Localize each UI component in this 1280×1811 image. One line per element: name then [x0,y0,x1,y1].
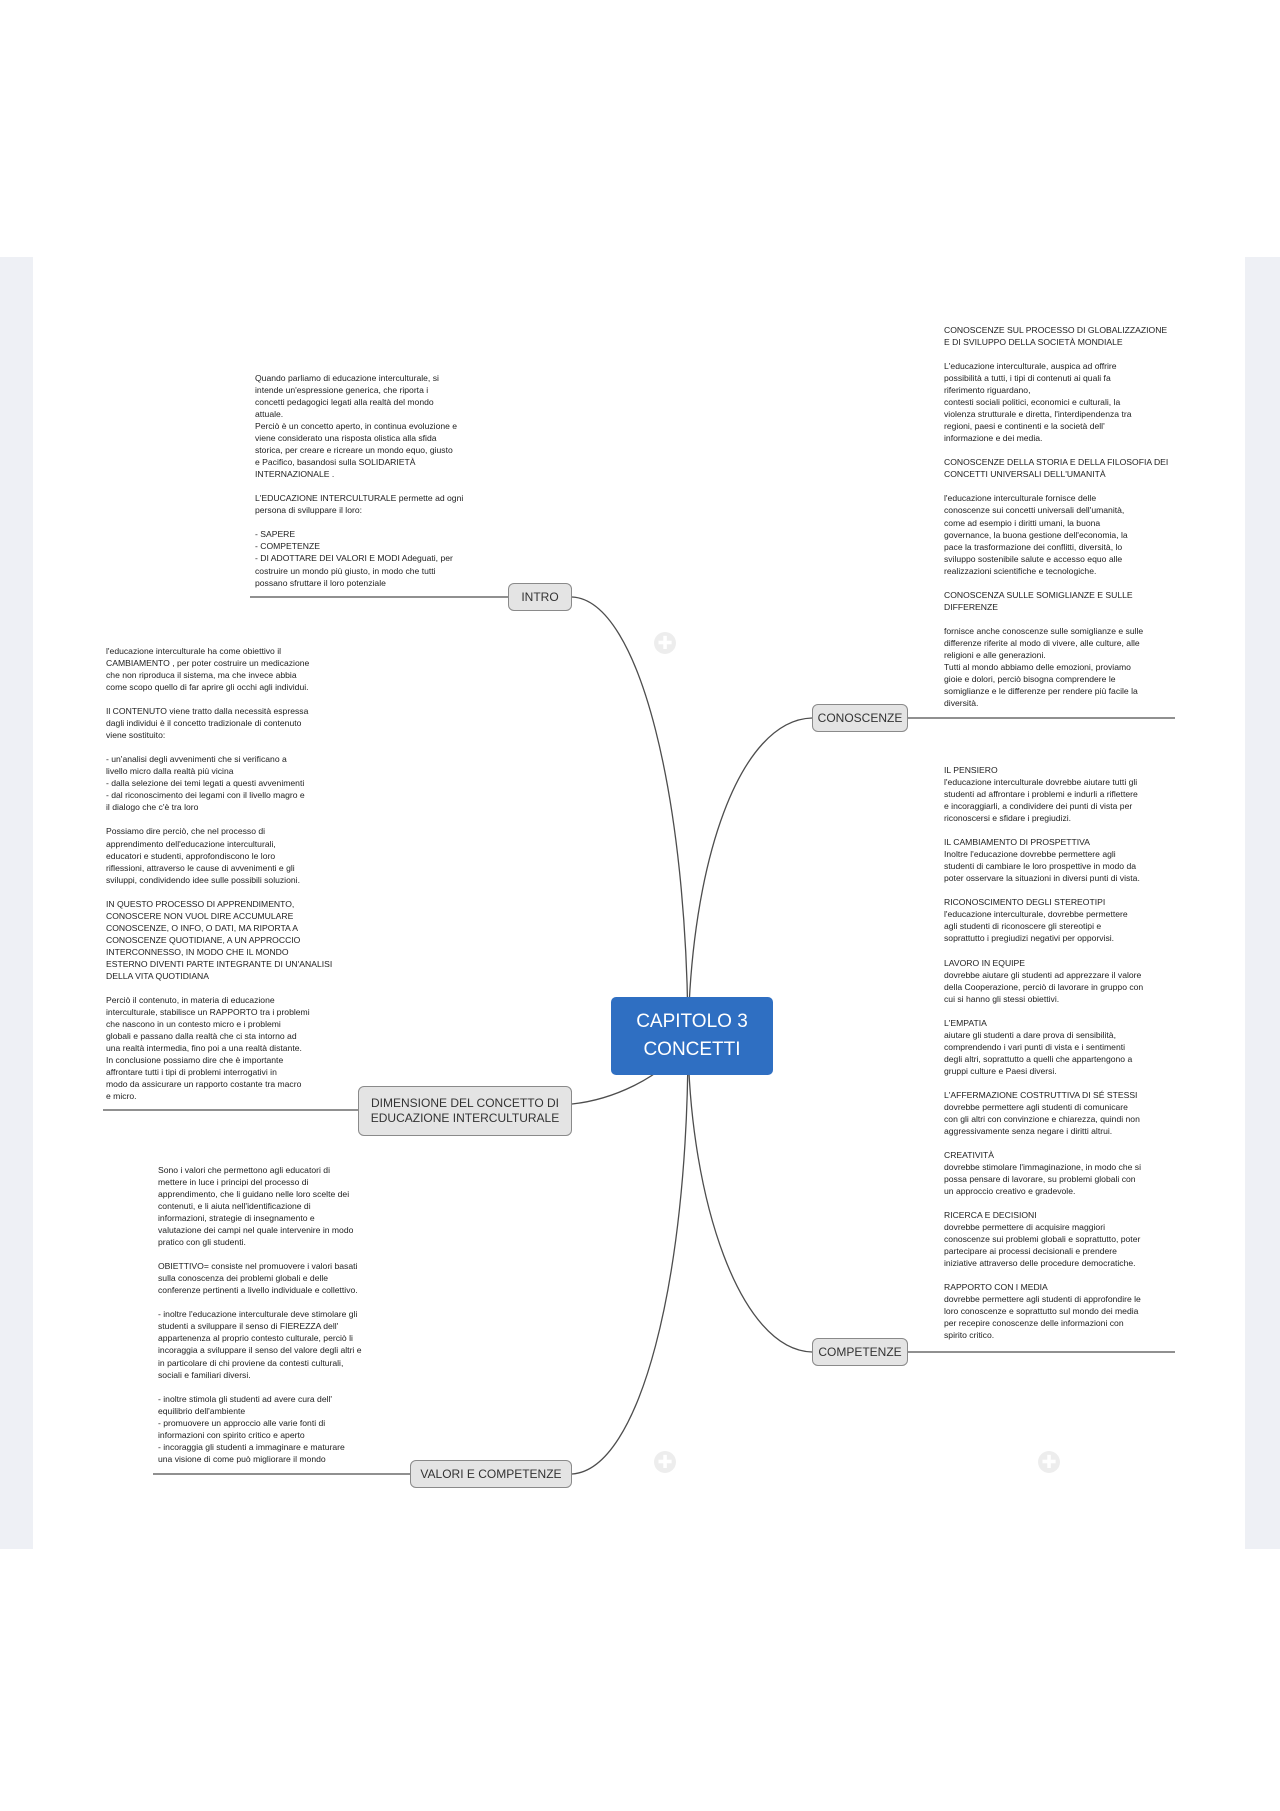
mindmap-canvas [33,257,1245,1549]
note-dimensione: l'educazione interculturale ha come obie… [106,646,333,1102]
link-valori [571,1041,689,1475]
link-conoscenze [687,717,813,1043]
note-intro: Quando parliamo di educazione intercultu… [255,373,464,588]
topic-valori-label: VALORI E COMPETENZE [420,1466,562,1481]
canvas-margin-right [1245,257,1280,1549]
topic-valori-competenze[interactable]: VALORI E COMPETENZE [410,1460,572,1488]
topic-conoscenze[interactable]: CONOSCENZE [812,704,908,732]
watermark-logo-icon: ✚ [654,1451,676,1473]
topic-conoscenze-label: CONOSCENZE [817,710,903,725]
topic-competenze-label: COMPETENZE [818,1344,902,1359]
topic-dimensione-label-2: EDUCAZIONE INTERCULTURALE [370,1111,560,1125]
canvas-margin-left [0,257,33,1549]
link-competenze [687,1041,813,1353]
topic-dimensione-label-1: DIMENSIONE DEL CONCETTO DI [370,1096,560,1110]
watermark-logo-icon: ✚ [1038,1451,1060,1473]
central-topic[interactable]: CAPITOLO 3 CONCETTI [611,997,773,1075]
central-topic-line1: CAPITOLO 3 [636,1011,748,1033]
topic-competenze[interactable]: COMPETENZE [812,1338,908,1366]
topic-intro-label: INTRO [521,589,559,604]
note-competenze: IL PENSIERO l'educazione interculturale … [944,765,1144,1341]
central-topic-line2: CONCETTI [643,1039,741,1060]
note-conoscenze: CONOSCENZE SUL PROCESSO DI GLOBALIZZAZIO… [944,325,1169,708]
note-valori: Sono i valori che permettono agli educat… [158,1165,362,1464]
link-intro [571,596,689,1043]
topic-intro[interactable]: INTRO [508,583,572,611]
watermark-logo-icon: ✚ [654,632,676,654]
topic-dimensione[interactable]: DIMENSIONE DEL CONCETTO DI EDUCAZIONE IN… [358,1086,572,1136]
